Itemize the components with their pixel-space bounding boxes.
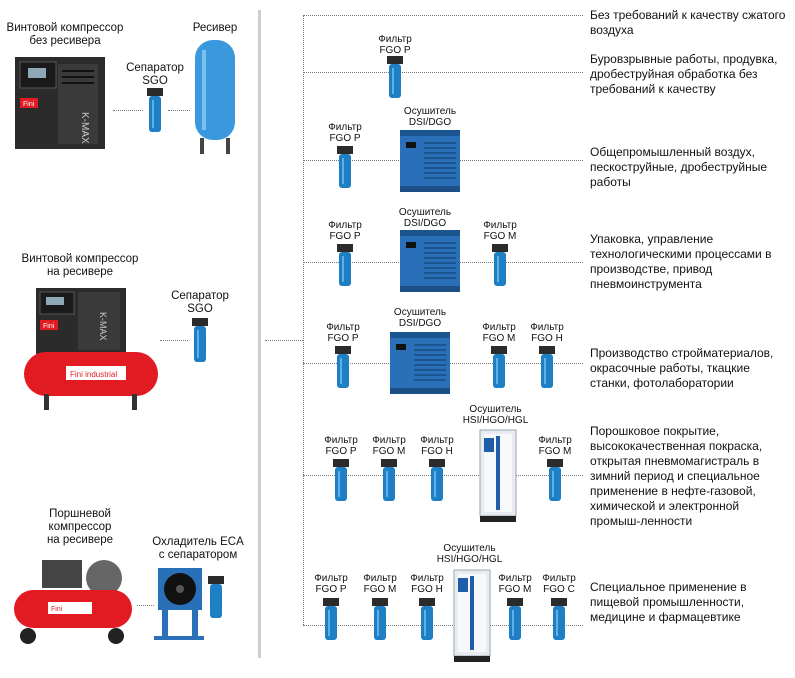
row-1-description: Без требований к качеству сжатого воздух… [590,8,786,37]
row-5-filter-m-label: Фильтр FGO M [482,322,516,344]
row-4-filter-p-label: Фильтр FGO P [328,220,362,242]
svg-text:K-MAX: K-MAX [79,112,90,144]
compressor-on-tank-icon: Fini K-MAX Fini industrial [24,288,158,410]
svg-text:K-MAX: K-MAX [98,312,108,341]
filter-icon [506,598,524,647]
row-2-filter-p-label: Фильтр FGO P [378,34,412,56]
screw-compressor-label: Винтовой компрессор без ресивера [6,22,124,47]
row-2-description: Буровзрывные работы, продувка, дробестру… [590,52,778,96]
connector-line [113,110,143,111]
row-7-filter-m2-label: Фильтр FGO M [498,573,532,595]
row-4-filter-m-label: Фильтр FGO M [483,220,517,242]
row-5-filter-h-label: Фильтр FGO H [530,322,564,344]
row-4-dryer-label: Осушитель DSI/DGO [398,207,452,229]
dryer-dsi-icon [388,330,452,401]
svg-text:Fini: Fini [43,323,55,330]
separator-sgo-2-label: Сепаратор SGO [171,290,229,315]
separator-icon [192,318,208,362]
row-3-dryer-label: Осушитель DSI/DGO [403,106,457,128]
row-7-filter-m-label: Фильтр FGO M [363,573,397,595]
filter-icon [546,459,564,508]
svg-text:Fini: Fini [23,101,35,108]
dryer-hsi-icon [450,568,494,671]
cooler-eca-label: Охладитель ECA с сепаратором [152,536,244,561]
receiver-label: Ресивер [192,22,238,34]
row-4-description: Упаковка, управление технологическими пр… [590,232,772,291]
main-connector [265,340,303,341]
filter-icon [334,346,352,395]
divider [258,10,261,658]
connector-line [137,605,154,606]
filter-icon [491,244,509,293]
filter-icon [322,598,340,647]
separator-sgo-label: Сепаратор SGO [126,62,184,87]
filter-icon [490,346,508,395]
row-1-line [303,15,583,16]
piston-compressor-label: Поршневой компрессор на ресивере [46,508,114,546]
dryer-hsi-icon [476,428,520,531]
row-6-description: Порошковое покрытие, высококачественная … [590,424,763,528]
row-6-dryer-label: Осушитель HSI/HGO/HGL [462,404,529,426]
piston-compressor-icon: Fini [14,560,132,644]
filter-icon [538,346,556,395]
row-7-filter-p-label: Фильтр FGO P [314,573,348,595]
cooler-eca-icon [154,568,224,640]
row-5-filter-p-label: Фильтр FGO P [326,322,360,344]
connector-line [160,340,188,341]
separator-icon [147,88,163,132]
receiver-tank-icon [195,40,235,154]
svg-text:Fini: Fini [51,606,63,613]
filter-icon [371,598,389,647]
filter-icon [332,459,350,508]
dryer-dsi-icon [398,128,462,199]
row-5-description: Производство стройматериалов, окрасочные… [590,346,774,390]
screw-compressor-receiver-label: Винтовой компрессор на ресивере [21,253,139,278]
filter-icon [550,598,568,647]
row-2-line [303,72,583,73]
filter-icon [336,146,354,195]
row-6-filter-p-label: Фильтр FGO P [324,435,358,457]
row-3-filter-p-label: Фильтр FGO P [328,122,362,144]
filter-icon [336,244,354,293]
row-6-filter-h-label: Фильтр FGO H [420,435,454,457]
row-7-description: Специальное применение в пищевой промышл… [590,580,747,624]
row-5-dryer-label: Осушитель DSI/DGO [393,307,447,329]
connector-line [168,110,190,111]
trunk-line [303,15,304,625]
row-3-description: Общепромышленный воздух, пескоструйные, … [590,145,767,189]
row-7-filter-c-label: Фильтр FGO C [542,573,576,595]
filter-icon [418,598,436,647]
filter-icon [386,56,404,105]
svg-text:Fini industrial: Fini industrial [70,370,117,379]
row-7-filter-h-label: Фильтр FGO H [410,573,444,595]
dryer-dsi-icon [398,228,462,299]
screw-compressor-icon: Fini K-MAX [15,57,105,149]
filter-icon [428,459,446,508]
filter-icon [380,459,398,508]
row-6-filter-m2-label: Фильтр FGO M [538,435,572,457]
row-7-dryer-label: Осушитель HSI/HGO/HGL [436,543,503,565]
row-6-filter-m-label: Фильтр FGO M [372,435,406,457]
row-7-line [303,625,583,626]
